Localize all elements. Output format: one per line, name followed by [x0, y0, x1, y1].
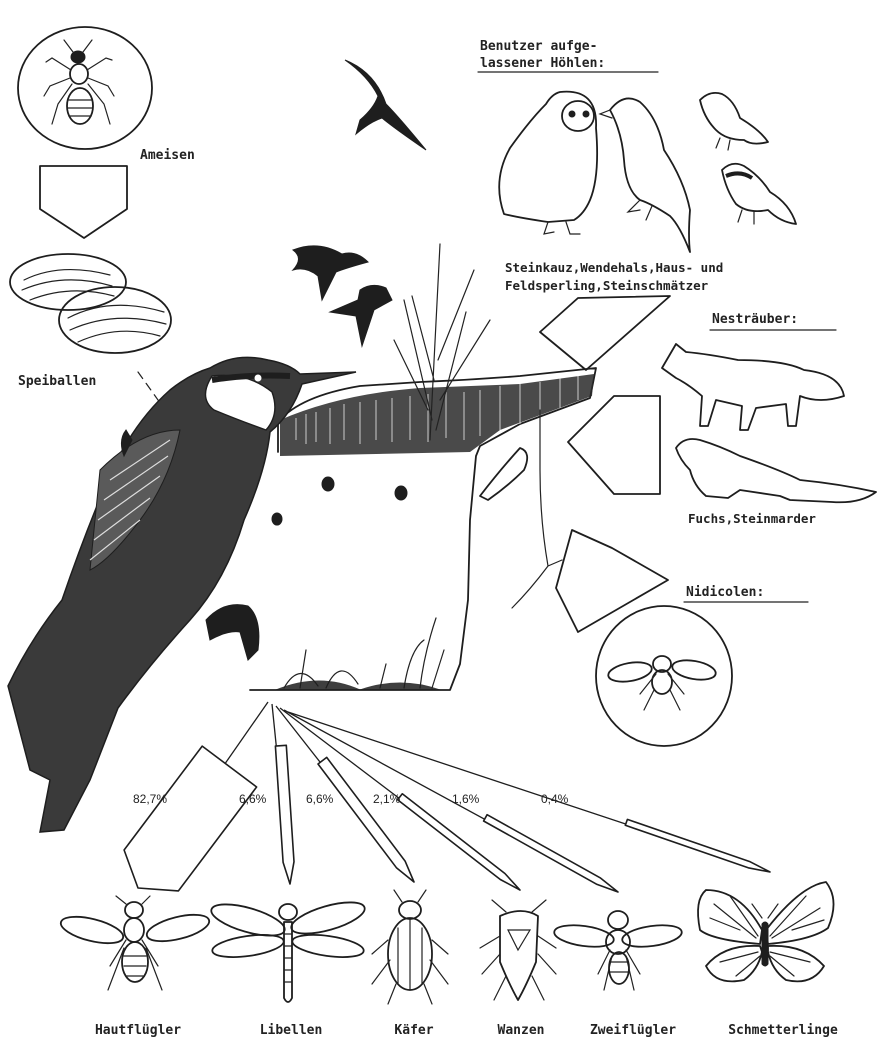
nest-hole — [272, 513, 282, 525]
fly-icon — [607, 656, 717, 710]
dragonfly-icon — [208, 896, 368, 1002]
nidicolous-panel: Nidicolen: — [556, 530, 808, 746]
diet-share-chart: 82,7% 6,6% 6,6% 2,1% 1,6% 0,4% Hautflügler Lib… — [95, 702, 838, 1038]
value-label-4: 2,1% — [373, 792, 401, 806]
pellets-label: Speiballen — [18, 374, 96, 389]
fox-icon — [662, 344, 844, 430]
nest-hole — [395, 486, 407, 500]
ground-plants — [276, 618, 444, 690]
users-heading-line2: lassener Höhlen: — [480, 56, 605, 71]
value-label-3: 6,6% — [306, 792, 334, 806]
value-label-6: 0,4% — [541, 792, 569, 806]
chart-marks — [124, 745, 770, 892]
users-arrow — [540, 296, 670, 370]
users-heading-line1: Benutzer aufge- — [480, 39, 597, 54]
chart-category-labels: Hautflügler Libellen Käfer Wanzen Zweiflügle… — [95, 1023, 838, 1038]
category-label-1: Hautflügler — [95, 1023, 181, 1038]
nest-pointer-lines — [512, 410, 562, 608]
value-label-1: 82,7% — [133, 792, 167, 806]
pellets-panel: Speiballen — [10, 254, 171, 414]
swallow-icon — [293, 60, 426, 346]
value-label-2: 6,6% — [239, 792, 267, 806]
marten-icon — [676, 439, 876, 502]
owl-icon — [499, 92, 597, 234]
users-species-line2: Feldsperling,Steinschmätzer — [505, 278, 709, 293]
nest-tunnel-end — [480, 448, 527, 500]
pellet-icon — [10, 254, 171, 353]
category-label-2: Libellen — [260, 1023, 323, 1038]
share-arrow-6 — [625, 819, 770, 872]
ant-panel: Ameisen — [18, 27, 195, 238]
category-label-5: Zweiflügler — [590, 1023, 676, 1038]
ants-label: Ameisen — [140, 148, 195, 163]
share-arrow-1 — [124, 746, 257, 891]
butterfly-icon — [698, 882, 834, 981]
beetle-icon — [372, 890, 448, 1004]
diptera-icon — [553, 911, 683, 990]
share-arrow-2 — [275, 745, 294, 884]
nidicolous-circle — [596, 606, 732, 746]
nidicolous-heading: Nidicolen: — [686, 585, 764, 600]
sparrow-icon — [700, 93, 768, 150]
share-arrow-3 — [318, 757, 414, 882]
ant-circle — [18, 27, 152, 149]
nidicolous-arrow — [556, 530, 668, 632]
predators-arrow — [568, 396, 660, 494]
category-label-3: Käfer — [394, 1023, 433, 1038]
wryneck-icon — [600, 98, 690, 252]
users-species-line1: Steinkauz,Wendehals,Haus- und — [505, 260, 723, 275]
ants-share-arrow — [40, 166, 127, 238]
hymenoptera-icon — [58, 896, 211, 990]
nest-bank — [250, 244, 596, 690]
value-label-5: 1,6% — [452, 792, 480, 806]
share-arrow-4 — [398, 794, 520, 890]
bug-icon — [480, 900, 556, 1000]
predators-species: Fuchs,Steinmarder — [688, 511, 816, 526]
ant-icon — [44, 40, 114, 124]
nest-hole — [322, 477, 334, 491]
wheatear-icon — [722, 164, 796, 224]
predators-heading: Nesträuber: — [712, 312, 798, 327]
category-label-4: Wanzen — [498, 1023, 545, 1038]
category-label-6: Schmetterlinge — [728, 1023, 838, 1038]
